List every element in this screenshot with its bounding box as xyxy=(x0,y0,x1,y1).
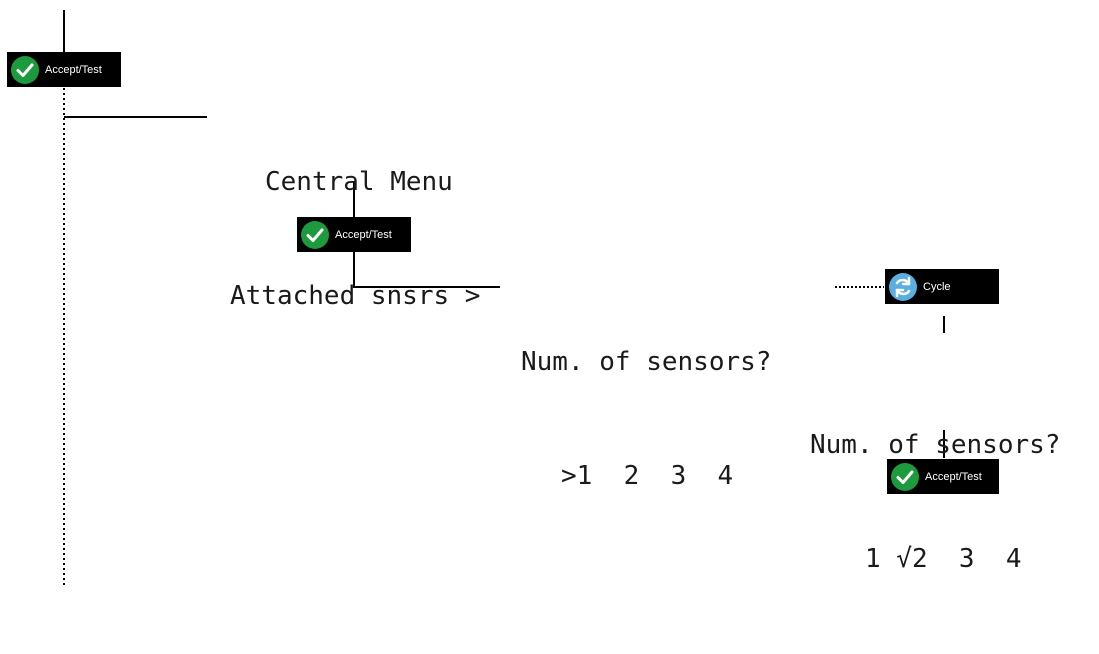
attached-sensors-option: Attached snsrs > xyxy=(230,281,481,311)
accept-test-button[interactable]: Accept/Test xyxy=(7,52,121,87)
accept-test-label: Accept/Test xyxy=(925,470,982,483)
accept-test-button[interactable]: Accept/Test xyxy=(887,459,999,494)
connector-lines xyxy=(63,10,945,585)
cycle-label: Cycle xyxy=(923,280,951,293)
num-sensors-options: >1 2 3 4 xyxy=(561,461,734,491)
num-sensors-options: 1 √2 3 4 xyxy=(865,544,1022,574)
branch-to-num-sensors xyxy=(353,252,500,288)
num-sensors-prompt: Num. of sensors? xyxy=(810,430,1061,460)
accept-test-label: Accept/Test xyxy=(45,63,102,76)
num-sensors-screen-initial: Num. of sensors? >1 2 3 4 xyxy=(521,267,771,571)
refresh-icon xyxy=(889,272,917,301)
cycle-button[interactable]: Cycle xyxy=(885,269,999,304)
checkmark-icon xyxy=(301,220,329,249)
accept-test-label: Accept/Test xyxy=(335,228,392,241)
central-menu-screen: Central Menu Attached snsrs > xyxy=(230,87,480,391)
menu-flow-diagram: Accept/Test Central Menu Attached snsrs … xyxy=(7,10,1060,585)
accept-test-button[interactable]: Accept/Test xyxy=(297,217,411,252)
central-menu-title: Central Menu xyxy=(265,167,453,197)
num-sensors-prompt: Num. of sensors? xyxy=(521,347,772,377)
checkmark-icon xyxy=(891,462,919,491)
checkmark-icon xyxy=(11,55,39,84)
num-sensors-screen-selected: Num. of sensors? 1 √2 3 4 xyxy=(810,350,1060,654)
